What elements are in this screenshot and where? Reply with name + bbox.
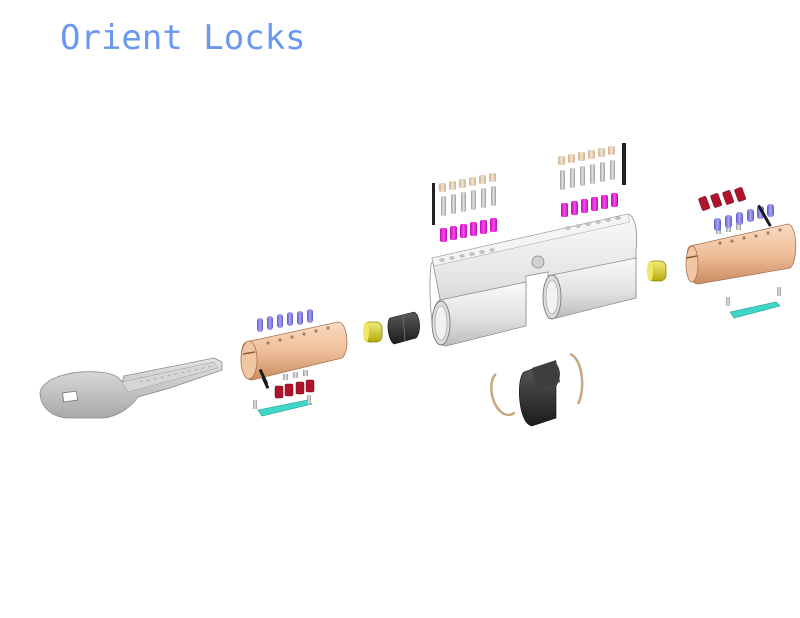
housing-right-pin-stacks xyxy=(558,143,626,217)
housing-left-pin-stacks xyxy=(432,173,497,242)
right-side-bars xyxy=(698,187,746,211)
right-retaining-cap xyxy=(647,260,667,282)
right-key-pins xyxy=(714,204,774,231)
left-retaining-cap xyxy=(363,321,383,343)
key-bow-hole xyxy=(62,390,79,403)
cylinder-housing xyxy=(429,213,638,347)
housing-screw-hole xyxy=(531,255,545,269)
left-coupler xyxy=(387,311,420,345)
left-side-bars xyxy=(274,379,315,399)
cam-retaining-clip-right xyxy=(569,352,584,405)
right-plug-assembly xyxy=(685,187,797,319)
key xyxy=(39,357,223,419)
left-key-pins xyxy=(257,309,313,332)
cam-retaining-clip-left xyxy=(490,373,516,417)
right-plug-body xyxy=(686,223,797,285)
left-plug-assembly xyxy=(240,309,348,417)
right-side-slider xyxy=(729,301,781,319)
center-cam xyxy=(519,360,560,427)
left-plug-body xyxy=(240,321,348,381)
brand-title: Orient Locks xyxy=(60,18,306,58)
left-side-slider xyxy=(257,399,313,417)
